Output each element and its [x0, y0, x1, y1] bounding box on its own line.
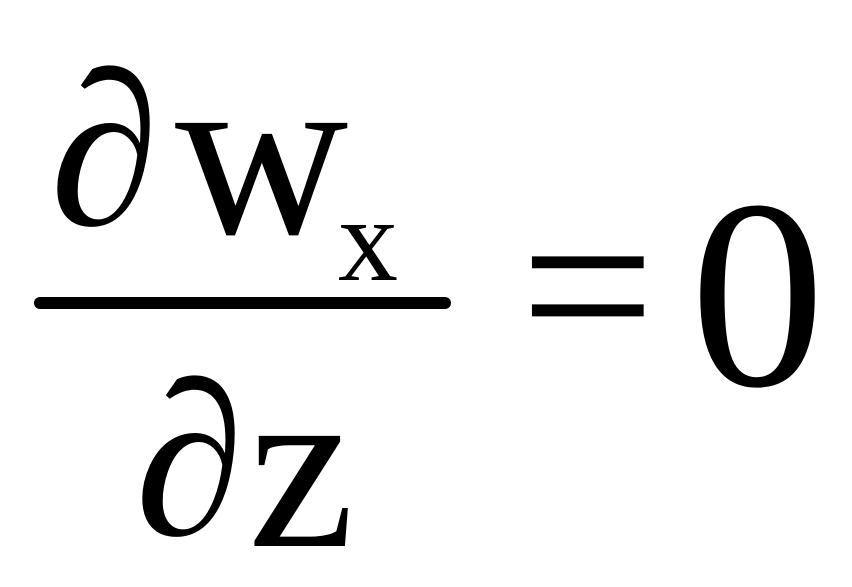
right-hand-side-value: 0 — [690, 145, 825, 444]
fraction-bar — [34, 297, 451, 309]
denominator-variable: z — [248, 332, 355, 587]
denominator-partial-symbol: ∂ — [135, 338, 244, 582]
numerator-variable: w — [175, 19, 349, 285]
equals-sign: = — [520, 152, 656, 418]
numerator-subscript: x — [338, 173, 398, 306]
numerator-partial-symbol: ∂ — [50, 28, 159, 272]
